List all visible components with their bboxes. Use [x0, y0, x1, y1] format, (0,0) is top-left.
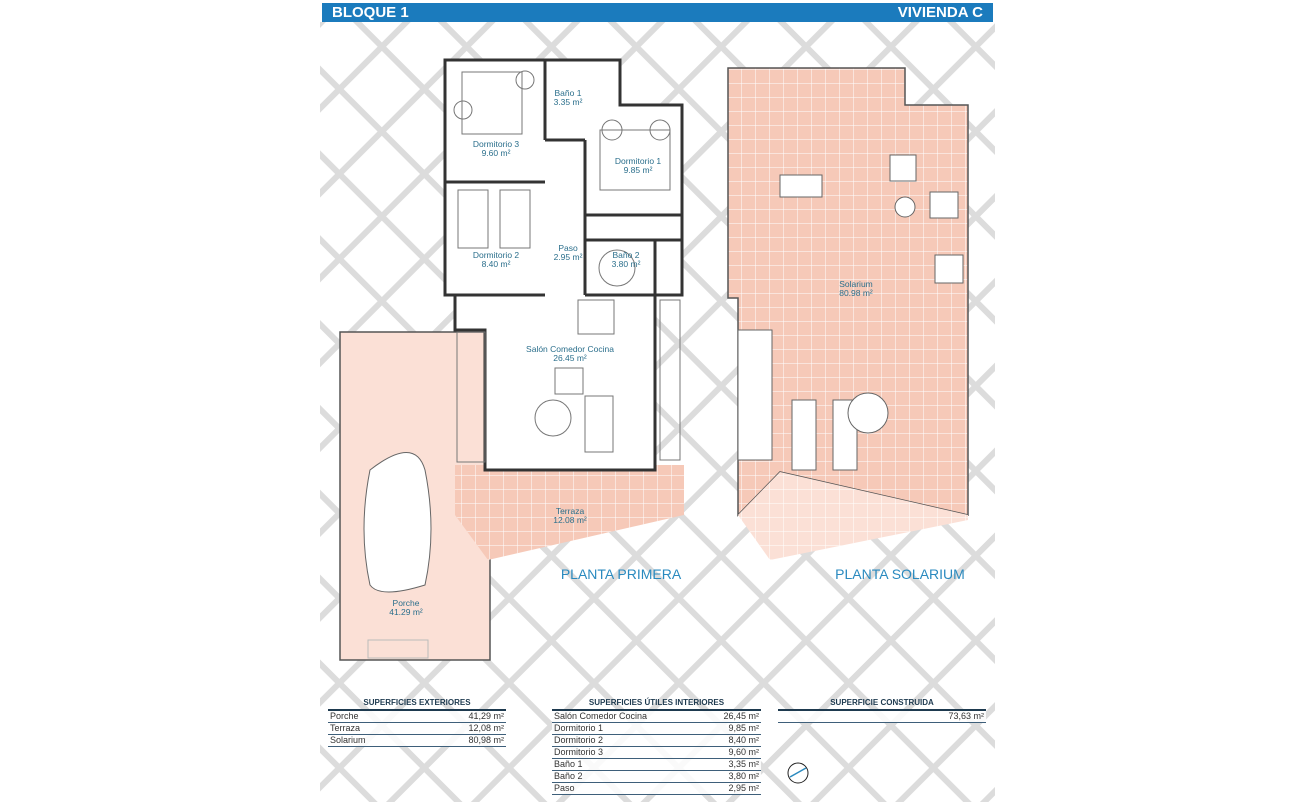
row-name: Porche: [330, 711, 359, 721]
planta-primera-title: PLANTA PRIMERA: [561, 566, 682, 582]
svg-text:Porche: Porche: [393, 598, 420, 608]
row-value: 9,85 m²: [728, 723, 759, 733]
header-bar: BLOQUE 1 VIVIENDA C: [322, 3, 993, 22]
svg-text:41.29 m²: 41.29 m²: [389, 607, 423, 617]
row-name: Dormitorio 3: [554, 747, 604, 757]
table-row: Solarium 80,98 m²: [328, 735, 506, 747]
row-name: Dormitorio 1: [554, 723, 604, 733]
svg-text:Baño 1: Baño 1: [555, 88, 582, 98]
room-labels: Baño 13.35 m² Dormitorio 39.60 m² Dormit…: [389, 88, 873, 617]
table-row: Dormitorio 2 8,40 m²: [552, 735, 761, 747]
svg-text:8.40 m²: 8.40 m²: [482, 259, 511, 269]
table-row: Salón Comedor Cocina 26,45 m²: [552, 711, 761, 723]
svg-text:80.98 m²: 80.98 m²: [839, 288, 873, 298]
svg-text:9.60 m²: 9.60 m²: [482, 148, 511, 158]
svg-text:3.35 m²: 3.35 m²: [554, 97, 583, 107]
svg-text:Dormitorio 3: Dormitorio 3: [473, 139, 520, 149]
row-name: Baño 2: [554, 771, 583, 781]
svg-text:Dormitorio 2: Dormitorio 2: [473, 250, 520, 260]
row-value: 41,29 m²: [468, 711, 504, 721]
table-row: Dormitorio 1 9,85 m²: [552, 723, 761, 735]
row-name: Salón Comedor Cocina: [554, 711, 648, 721]
row-value: 3,80 m²: [728, 771, 759, 781]
solarium-area: [727, 67, 969, 560]
svg-text:2.95 m²: 2.95 m²: [554, 252, 583, 262]
svg-text:9.85 m²: 9.85 m²: [624, 165, 653, 175]
table-row: Paso 2,95 m²: [552, 783, 761, 795]
built-area-table: SUPERFICIE CONSTRUIDA 73,63 m²: [778, 698, 986, 723]
row-name: Baño 1: [554, 759, 583, 769]
table-row: Baño 2 3,80 m²: [552, 771, 761, 783]
table-title: SUPERFICIE CONSTRUIDA: [778, 698, 986, 711]
first-floor-walls: [443, 58, 684, 472]
row-name: Dormitorio 2: [554, 735, 604, 745]
row-value: 80,98 m²: [468, 735, 504, 745]
row-value: 26,45 m²: [723, 711, 759, 721]
svg-text:26.45 m²: 26.45 m²: [553, 353, 587, 363]
row-name: Paso: [554, 783, 575, 793]
svg-text:12.08 m²: 12.08 m²: [553, 515, 587, 525]
block-label: BLOQUE 1: [332, 4, 409, 21]
table-row: 73,63 m²: [778, 711, 986, 723]
table-row: Porche 41,29 m²: [328, 711, 506, 723]
terraza-area: [455, 465, 684, 560]
exterior-areas-table: SUPERFICIES EXTERIORES Porche 41,29 m² Te…: [328, 698, 506, 747]
svg-text:Dormitorio 1: Dormitorio 1: [615, 156, 662, 166]
row-value: 8,40 m²: [728, 735, 759, 745]
table-row: Terraza 12,08 m²: [328, 723, 506, 735]
svg-text:Paso: Paso: [558, 243, 578, 253]
row-name: Terraza: [330, 723, 361, 733]
interior-areas-table: SUPERFICIES ÚTILES INTERIORES Salón Come…: [552, 698, 761, 795]
svg-text:Solarium: Solarium: [839, 279, 873, 289]
row-value: 3,35 m²: [728, 759, 759, 769]
table-title: SUPERFICIES EXTERIORES: [328, 698, 506, 711]
svg-text:Terraza: Terraza: [556, 506, 585, 516]
table-row: Dormitorio 3 9,60 m²: [552, 747, 761, 759]
table-row: Baño 1 3,35 m²: [552, 759, 761, 771]
row-value: 9,60 m²: [728, 747, 759, 757]
north-arrow-icon: [787, 762, 809, 784]
planta-solarium-title: PLANTA SOLARIUM: [835, 566, 965, 582]
svg-text:Salón Comedor Cocina: Salón Comedor Cocina: [526, 344, 614, 354]
row-name: Solarium: [330, 735, 366, 745]
row-value: 73,63 m²: [948, 711, 984, 721]
svg-text:3.80 m²: 3.80 m²: [612, 259, 641, 269]
table-title: SUPERFICIES ÚTILES INTERIORES: [552, 698, 761, 711]
row-value: 12,08 m²: [468, 723, 504, 733]
unit-label: VIVIENDA C: [897, 4, 983, 21]
furniture: [453, 70, 681, 463]
row-value: 2,95 m²: [728, 783, 759, 793]
svg-text:Baño 2: Baño 2: [613, 250, 640, 260]
